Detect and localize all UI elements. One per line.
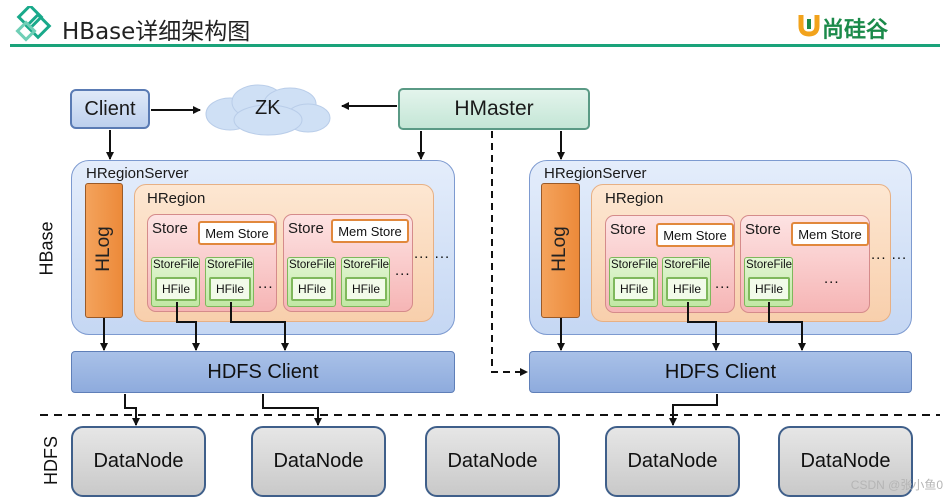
hdfs-to-datanode-arrow: [124, 394, 140, 426]
hregion-label: HRegion: [605, 190, 664, 207]
region-server-label: HRegionServer: [544, 165, 647, 182]
hdfs-to-datanode-arrow: [262, 394, 322, 426]
datanode-box: DataNode: [71, 426, 206, 497]
hlog-box: [541, 183, 580, 318]
memstore-box: Mem Store: [791, 222, 869, 246]
hregion-label: HRegion: [147, 190, 206, 207]
hfile-box: HFile: [613, 277, 655, 301]
datanode-box: DataNode: [425, 426, 560, 497]
more-storefiles: ...: [395, 262, 411, 279]
hdfs-to-datanode-arrow: [669, 394, 718, 426]
datanode-box: DataNode: [778, 426, 913, 497]
store-label: Store: [745, 221, 781, 238]
storefile-label: StoreFile: [611, 259, 658, 271]
zk-label: ZK: [255, 97, 281, 119]
brand-name: 尚硅谷: [822, 18, 889, 43]
more-storefiles: ...: [824, 270, 840, 287]
watermark: CSDN @张小鱼0: [850, 478, 943, 492]
memstore-box: Mem Store: [331, 219, 409, 243]
store-label: Store: [152, 220, 188, 237]
memstore-box: Mem Store: [198, 221, 276, 245]
hfile-box: HFile: [666, 277, 708, 301]
more-storefiles: ...: [258, 275, 274, 292]
more-stores: ... ...: [414, 245, 451, 262]
header-divider: [10, 44, 940, 47]
storefile-label: StoreFile: [746, 259, 793, 271]
hfile-box: HFile: [209, 277, 251, 301]
page-title: HBase详细架构图: [62, 19, 251, 45]
store-label: Store: [610, 221, 646, 238]
hfile-box: HFile: [155, 277, 197, 301]
hfile-to-hdfs-arrow: [768, 302, 806, 351]
datanode-box: DataNode: [251, 426, 386, 497]
hfile-box: HFile: [345, 277, 387, 301]
storefile-label: StoreFile: [207, 259, 254, 271]
hfile-to-hdfs-arrow: [230, 302, 289, 351]
datanode-box: DataNode: [605, 426, 740, 497]
hfile-to-hdfs-arrow: [687, 302, 720, 351]
more-stores: ... ...: [871, 246, 908, 263]
hfile-box: HFile: [291, 277, 333, 301]
hmaster-box: HMaster: [398, 88, 590, 130]
storefile-label: StoreFile: [343, 259, 390, 271]
more-storefiles: ...: [715, 275, 731, 292]
zk-cloud-icon: [200, 80, 335, 138]
storefile-label: StoreFile: [153, 259, 200, 271]
hlog-box: [85, 183, 123, 318]
logo-icon: [12, 3, 56, 46]
client-box: Client: [70, 89, 150, 129]
hdfs-client-box: HDFS Client: [71, 351, 455, 393]
memstore-box: Mem Store: [656, 223, 734, 247]
region-server-label: HRegionServer: [86, 165, 189, 182]
hfile-to-hdfs-arrow: [176, 302, 200, 351]
store-label: Store: [288, 220, 324, 237]
hdfs-client-box: HDFS Client: [529, 351, 912, 393]
brand-logo-icon: [796, 11, 822, 37]
hfile-box: HFile: [748, 277, 790, 301]
hmaster-to-hdfs-dashed-arrow: [491, 131, 528, 376]
storefile-label: StoreFile: [664, 259, 711, 271]
storefile-label: StoreFile: [289, 259, 336, 271]
